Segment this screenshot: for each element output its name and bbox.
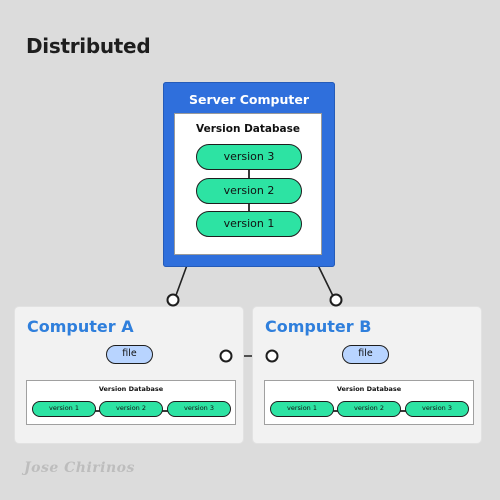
computer-a-version-database: Version Database version 1 version 2 ver…: [26, 380, 236, 425]
computer-a-version-3: version 3: [167, 401, 231, 417]
computer-a: Computer A file Version Database version…: [15, 307, 243, 443]
computer-b-version-database: Version Database version 1 version 2 ver…: [264, 380, 474, 425]
computer-a-version-2: version 2: [99, 401, 163, 417]
author-watermark: Jose Chirinos: [24, 460, 135, 476]
server-version-3: version 3: [196, 144, 302, 170]
computer-a-title: Computer A: [27, 317, 134, 336]
computer-b-server-connector: [329, 293, 343, 307]
server-title: Server Computer: [188, 92, 310, 107]
computer-b-title: Computer B: [265, 317, 372, 336]
computer-a-file: file: [106, 345, 153, 364]
computer-a-server-connector: [166, 293, 180, 307]
server-version-2: version 2: [196, 178, 302, 204]
computer-b-database-title: Version Database: [336, 385, 402, 393]
server-version-1: version 1: [196, 211, 302, 237]
computer-a-database-title: Version Database: [98, 385, 164, 393]
computer-b-version-3: version 3: [405, 401, 469, 417]
computer-b-version-1: version 1: [270, 401, 334, 417]
server-database-title: Version Database: [196, 123, 300, 135]
computer-a-version-1: version 1: [32, 401, 96, 417]
server-version-database: Version Database version 3 version 2 ver…: [174, 113, 322, 255]
page-title: Distributed: [26, 34, 151, 58]
server-computer: Server Computer Version Database version…: [163, 82, 335, 267]
computer-b-file: file: [342, 345, 389, 364]
computer-b: Computer B file Version Database version…: [253, 307, 481, 443]
computer-b-version-2: version 2: [337, 401, 401, 417]
